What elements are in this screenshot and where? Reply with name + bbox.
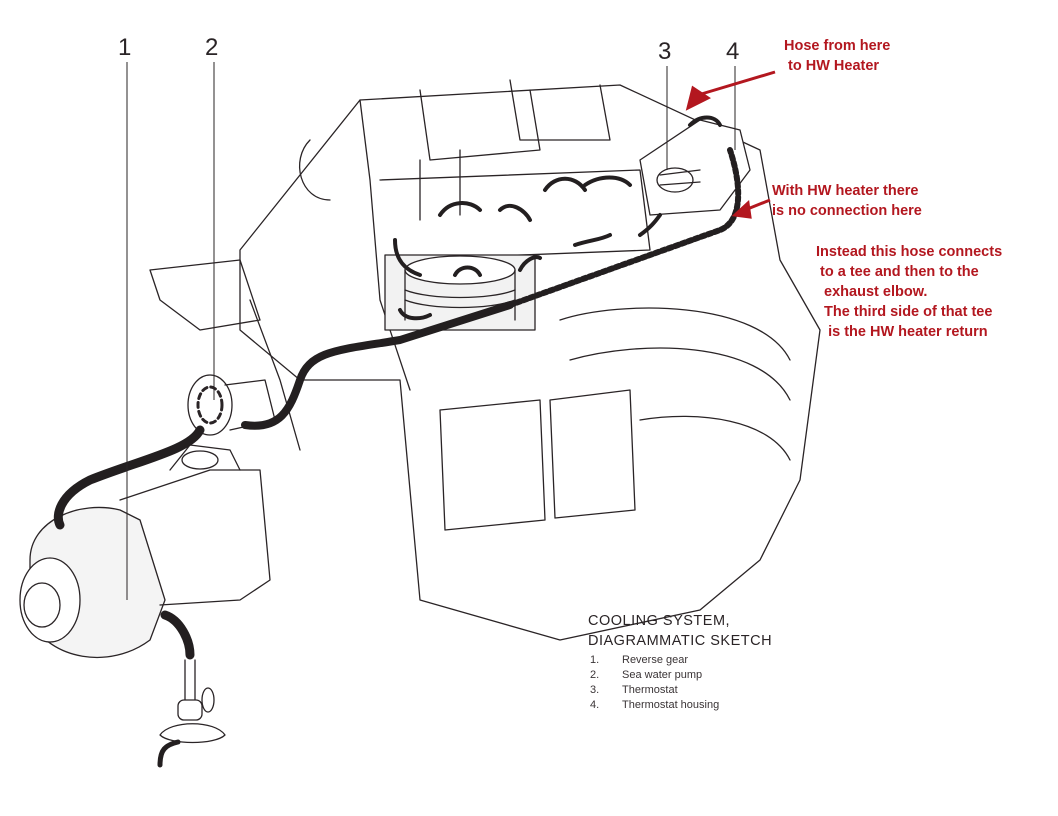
legend-number-value: 4 bbox=[590, 699, 597, 711]
legend-item: 1. Reverse gear bbox=[590, 653, 719, 668]
hose-engine-to-thermostat bbox=[507, 147, 742, 308]
annotation-instead-tee: Instead this hose connects to a tee and … bbox=[816, 244, 1003, 340]
flow-arrow bbox=[438, 201, 482, 217]
annotation-arrowhead-hose bbox=[685, 85, 711, 111]
legend-item: 3. Thermostat bbox=[590, 683, 719, 698]
legend-number-value: 2 bbox=[590, 669, 597, 681]
legend-item: 2. Sea water pump bbox=[590, 668, 719, 683]
callout-number-4: 4 bbox=[726, 38, 740, 65]
legend-title: COOLING SYSTEM, DIAGRAMMATIC SKETCH bbox=[588, 611, 772, 651]
legend-title-line-1: COOLING SYSTEM, bbox=[588, 613, 731, 629]
annotation-arrowhead-connection bbox=[731, 199, 752, 219]
legend-item-label: Sea water pump bbox=[622, 669, 703, 681]
engine-block bbox=[149, 79, 821, 641]
flow-arrow bbox=[688, 115, 722, 127]
legend-item-number: 1. bbox=[590, 654, 600, 666]
hose-intake bbox=[160, 610, 195, 660]
annotation-hose-from-here: Hose from here to HW Heater bbox=[784, 38, 891, 74]
flow-arrow bbox=[518, 255, 542, 272]
flow-arrow bbox=[583, 175, 632, 187]
legend-item-number: 3. bbox=[590, 684, 600, 696]
flow-arrow bbox=[393, 238, 422, 277]
callout-number-1: 1 bbox=[118, 34, 132, 61]
seacock-valve bbox=[159, 659, 226, 744]
hose-pump-to-gear bbox=[53, 425, 205, 530]
legend-item-label: Thermostat housing bbox=[622, 699, 720, 711]
annotation-no-connection: With HW heater there is no connection he… bbox=[772, 183, 922, 219]
flow-arrow bbox=[543, 176, 587, 192]
legend-item-number: 4. bbox=[590, 699, 600, 711]
legend-list: 1. Reverse gear 2. Sea water pump 3. Thermo… bbox=[590, 653, 719, 713]
legend-number-value: 3 bbox=[590, 684, 597, 696]
flow-arrow bbox=[573, 233, 612, 247]
callout-number-2: 2 bbox=[205, 34, 219, 61]
legend-number-value: 1 bbox=[590, 654, 597, 666]
flow-arrow bbox=[638, 213, 662, 237]
flow-arrow bbox=[453, 265, 482, 277]
flow-arrow-intake bbox=[157, 739, 181, 768]
legend-item-number: 2. bbox=[590, 669, 600, 681]
sea-water-pump bbox=[187, 374, 276, 436]
annotation-arrows bbox=[685, 70, 776, 219]
legend-item: 4. Thermostat housing bbox=[590, 698, 719, 713]
callout-leader-lines bbox=[126, 62, 736, 600]
flow-arrow bbox=[498, 203, 532, 222]
reverse-gear bbox=[19, 444, 271, 659]
hose-pump-to-engine bbox=[241, 301, 514, 430]
flow-arrow bbox=[398, 308, 432, 321]
annotation-arrow-hose bbox=[697, 70, 776, 97]
callout-number-3: 3 bbox=[658, 38, 672, 65]
legend-title-line-2: DIAGRAMMATIC SKETCH bbox=[588, 633, 773, 649]
legend-item-label: Reverse gear bbox=[622, 654, 689, 666]
coolant-flow-arrows bbox=[393, 115, 722, 321]
legend-item-label: Thermostat bbox=[622, 684, 678, 696]
